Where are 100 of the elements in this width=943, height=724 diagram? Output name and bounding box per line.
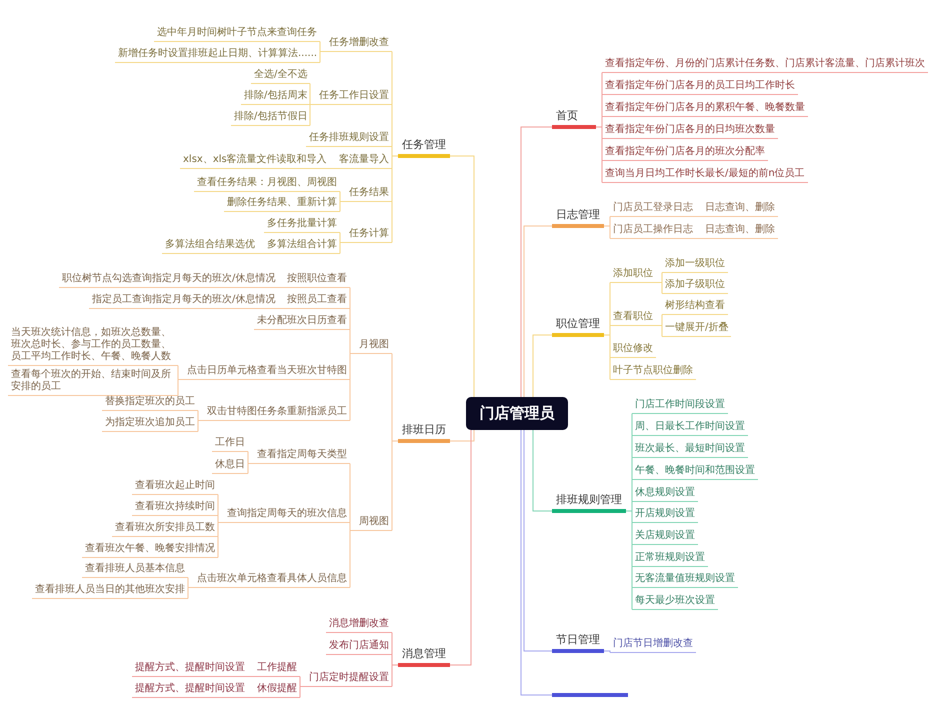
subtopic: 查看班次持续时间 (132, 501, 218, 516)
connector-line (258, 253, 264, 254)
subtopic: 休息日 (212, 459, 248, 474)
subtopic: 任务排班规则设置 (306, 132, 392, 147)
subtopic: 休息规则设置 (632, 487, 698, 502)
subtopic: 添加子级职位 (662, 279, 728, 294)
subtopic: 多任务批量计算 (264, 218, 340, 233)
subtopic: 多算法组合结果选优 (162, 239, 258, 254)
connector-line (532, 430, 552, 512)
central-topic: 门店管理员 (466, 397, 568, 430)
subtopic: 任务工作日设置 (316, 90, 392, 105)
connector-line (520, 126, 552, 398)
subtopic: 点击班次单元格查看具体人员信息 (194, 573, 350, 588)
connector-line (604, 334, 610, 380)
subtopic: 替换指定班次的员工 (102, 396, 198, 411)
connector-line (198, 420, 204, 432)
subtopic: 查看指定年份门店各月的员工日均工作时长 (602, 80, 798, 95)
subtopic: xlsx、xls客流量文件读取和导入 (180, 154, 330, 169)
subtopic: 午餐、晚餐时间和范围设置 (632, 465, 758, 480)
subtopic: 无客流量值班规则设置 (632, 573, 738, 588)
subtopic: 查看指定周每天类型 (254, 449, 350, 464)
connector-line (310, 104, 316, 126)
connector-line (524, 430, 552, 652)
subtopic: 门店员工登录日志 (610, 202, 696, 217)
branch-topic: 消息管理 (398, 647, 450, 667)
subtopic: 每天最少班次设置 (632, 595, 718, 610)
subtopic: 添加一级职位 (662, 258, 728, 273)
connector-line (330, 168, 336, 169)
subtopic: 查看指定年份门店各月的日均班次数量 (602, 124, 778, 139)
subtopic: 按照职位查看 (284, 273, 350, 288)
connector-line (656, 282, 662, 294)
connector-line (340, 242, 346, 254)
connector-line (392, 440, 398, 531)
branch-bar (552, 693, 628, 697)
subtopic: 门店节日增删改查 (610, 638, 696, 653)
subtopic: 职位树节点勾选查询指定月每天的班次/休息情况 (59, 273, 278, 288)
connector-line (450, 430, 474, 442)
connector-line (248, 676, 254, 677)
subtopic: 开店规则设置 (632, 508, 698, 523)
subtopic: 月视图 (356, 339, 392, 354)
subtopic: 查看排班人员基本信息 (82, 563, 188, 578)
connector-line (656, 325, 662, 337)
subtopic: 门店定时提醒设置 (306, 672, 392, 687)
subtopic: 查询当月日均工作时长最长/最短的前n位员工 (602, 168, 808, 183)
connector-line (532, 334, 552, 398)
subtopic: 周、日最长工作时间设置 (632, 421, 748, 436)
subtopic: 选中年月时间树叶子节点来查询任务 (154, 27, 320, 42)
subtopic: 查看每个班次的开始、结束时间及所安排的员工 (8, 369, 178, 396)
connector-line (626, 510, 632, 610)
subtopic: 多算法组合计算 (264, 239, 340, 254)
subtopic: 添加职位 (610, 268, 656, 283)
branch-topic: 日志管理 (552, 208, 604, 228)
subtopic: 周视图 (356, 516, 392, 531)
subtopic: 查询指定周每天的班次信息 (224, 508, 350, 523)
branch-topic: 任务管理 (398, 138, 450, 158)
connector-line (604, 650, 610, 653)
subtopic: 关店规则设置 (632, 530, 698, 545)
branch-topic: 节日管理 (552, 633, 604, 653)
connector-line (392, 156, 398, 243)
subtopic: 双击甘特图任务条重新指派员工 (204, 406, 350, 421)
subtopic: 任务增删改查 (326, 37, 392, 52)
subtopic: 查看职位 (610, 311, 656, 326)
connector-line (278, 287, 284, 288)
subtopic: 查看班次午餐、晚餐安排情况 (82, 543, 218, 558)
connector-line (340, 201, 346, 212)
branch-topic: 排班日历 (398, 423, 450, 443)
subtopic: 查看班次所安排员工数 (112, 522, 218, 537)
connector-line (696, 216, 702, 217)
connector-line (392, 664, 398, 687)
subtopic: 全选/全不选 (251, 69, 310, 84)
connector-line (604, 226, 610, 239)
subtopic: 任务结果 (346, 187, 392, 202)
subtopic: 按照员工查看 (284, 294, 350, 309)
subtopic: 指定员工查询指定月每天的班次/休息情况 (89, 294, 278, 309)
subtopic: 正常班规则设置 (632, 552, 708, 567)
subtopic: 休假提醒 (254, 683, 300, 698)
connector-line (696, 238, 702, 239)
subtopic: 叶子节点职位删除 (610, 365, 696, 380)
connector-line (278, 308, 284, 309)
subtopic: 工作日 (212, 437, 248, 452)
subtopic: 客流量导入 (336, 154, 392, 169)
connector-line (350, 353, 356, 421)
subtopic: 新增任务时设置排班起止日期、计算算法...... (115, 48, 320, 63)
branch-topic: 排班规则管理 (552, 493, 626, 513)
connector-line (188, 587, 194, 599)
subtopic: 日志查询、删除 (702, 202, 778, 217)
subtopic: 排除/包括周末 (241, 90, 310, 105)
subtopic: 查看任务结果：月视图、周视图 (194, 177, 340, 192)
subtopic: 提醒方式、提醒时间设置 (132, 662, 248, 677)
connector-line (450, 156, 474, 398)
subtopic: 工作提醒 (254, 662, 300, 677)
subtopic: 查看排班人员当日的其他班次安排 (32, 584, 188, 599)
connector-line (218, 522, 224, 558)
subtopic: 点击日历单元格查看当天班次甘特图 (184, 365, 350, 380)
connector-line (524, 226, 552, 398)
connector-line (596, 126, 602, 183)
subtopic: 当天班次统计信息，如班次总数量、班次总时长、参与工作的员工数量、员工平均工作时长、午餐、晚餐人数 (8, 327, 178, 366)
subtopic: 为指定班次追加员工 (102, 417, 198, 432)
subtopic: 删除任务结果、重新计算 (224, 197, 340, 212)
subtopic: 未分配班次日历查看 (254, 315, 350, 330)
